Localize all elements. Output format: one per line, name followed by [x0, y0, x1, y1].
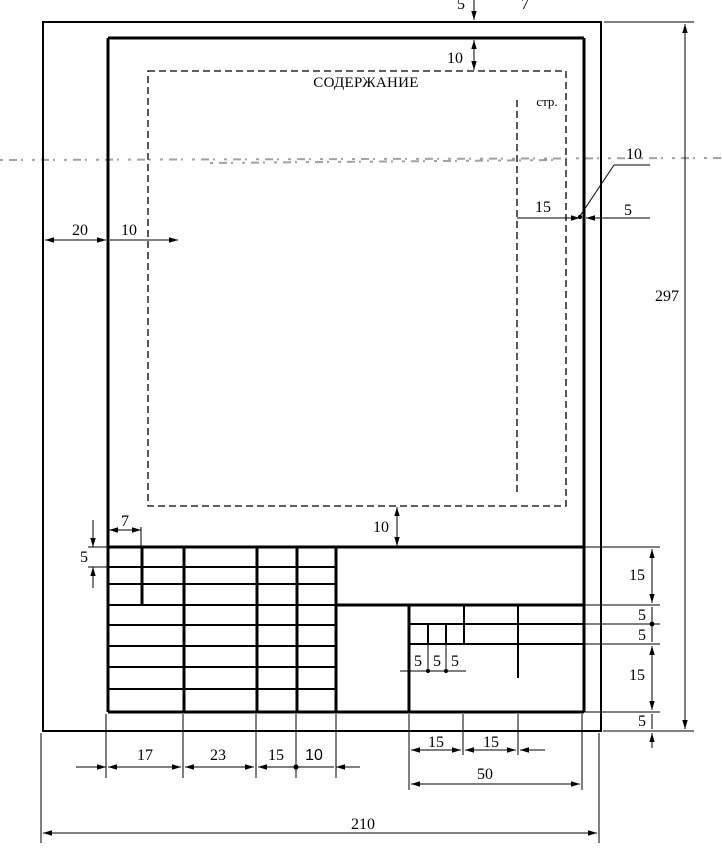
- dim-top-margin: 5: [457, 0, 465, 13]
- dim-top-partial: 7: [521, 0, 529, 13]
- dim-right-rows: [584, 546, 660, 748]
- dim-stamp-cell-2: 5: [433, 653, 441, 670]
- dim-right-row-4: 15: [629, 667, 645, 684]
- dim-stamp-col-a: 15: [428, 734, 444, 751]
- dim-col-4: 10: [305, 747, 323, 764]
- dim-frame-top: 10: [447, 50, 463, 67]
- inner-frame: [106, 36, 586, 714]
- content-title: СОДЕРЖАНИЕ: [313, 75, 418, 91]
- dim-frame-bottom: 10: [373, 519, 389, 536]
- page-column-label: стр.: [536, 94, 557, 109]
- sheet-border: [42, 21, 602, 732]
- dim-right-inner: 15: [535, 199, 551, 216]
- dim-width-label: 210: [351, 816, 375, 833]
- dim-width: [40, 733, 600, 843]
- content-area-dashed: [147, 70, 567, 507]
- dim-right-row-2: 5: [638, 607, 646, 624]
- dim-height-label: 297: [655, 288, 679, 305]
- dim-right-leader: 10: [626, 146, 642, 163]
- dim-stamp-cells: [400, 644, 466, 673]
- dim-left-margin: 20: [72, 222, 88, 239]
- dim-col-2: 23: [210, 747, 226, 764]
- dim-small-col: 7: [121, 513, 129, 530]
- dim-left-inner: 10: [121, 222, 137, 239]
- dim-bottom-columns: [76, 714, 360, 778]
- title-block: [108, 545, 584, 712]
- dim-height: [604, 21, 694, 732]
- dim-stamp-cell-1: 5: [414, 653, 422, 670]
- dim-right-row-5: 5: [638, 713, 646, 730]
- dim-stamp-columns: [408, 714, 583, 790]
- dim-right-row-3: 5: [638, 627, 646, 644]
- dim-col-3: 15: [268, 747, 284, 764]
- dim-stamp-col-b: 15: [483, 734, 499, 751]
- dim-stamp-width: 50: [477, 766, 493, 783]
- dim-right: [517, 164, 650, 221]
- dim-stamp-cell-3: 5: [451, 653, 459, 670]
- dim-right-margin: 5: [624, 202, 632, 219]
- scan-noise: [0, 157, 722, 164]
- dim-right-row-1: 15: [629, 567, 645, 584]
- dim-col-1: 17: [137, 747, 153, 764]
- dim-small-row: 5: [80, 549, 88, 566]
- dim-small-cell: [88, 520, 142, 588]
